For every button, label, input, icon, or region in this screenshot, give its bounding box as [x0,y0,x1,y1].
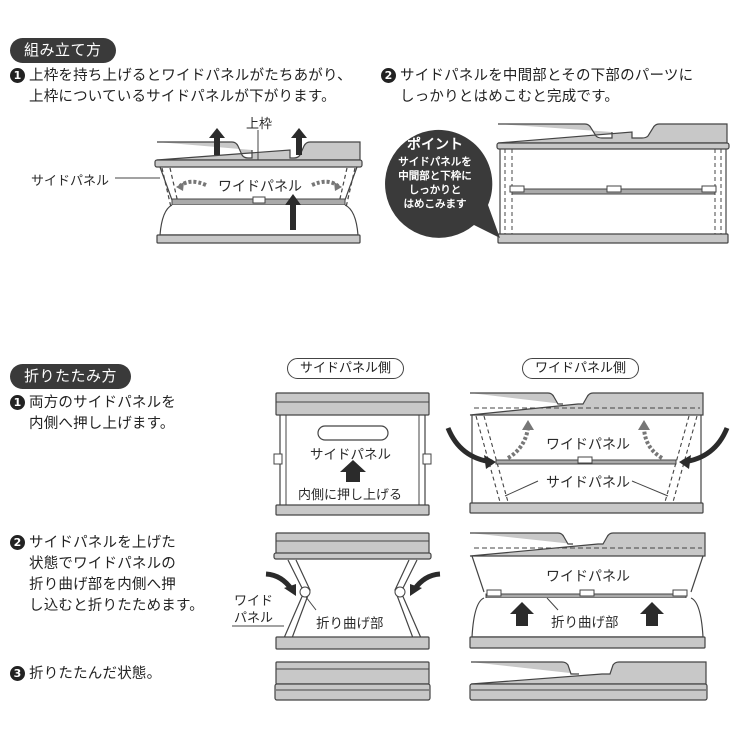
point-bubble-title: ポイント [407,137,463,153]
folding-step-1-line: 両方のサイドパネルを [29,395,176,411]
point-bubble-line: サイドパネルを [398,156,472,168]
assembly-step-2: 2 サイドパネルを中間部とその下部のパーツに しっかりとはめこむと完成です。 [381,66,693,108]
up-arrow-icon [340,460,366,482]
assembly-step-1-line2: 上枠についているサイドパネルが下がります。 [29,89,336,105]
step-number-1: 1 [10,395,25,410]
side-panel-label: サイドパネル [546,475,630,491]
assembly-step-1-line1: 上枠を持ち上げるとワイドパネルがたちあがり、 [29,68,352,84]
assembly-step-2-line1: サイドパネルを中間部とその下部のパーツに [400,68,694,84]
side-panel-label: サイドパネル [31,174,110,189]
point-bubble-line: 中間部と下枠に [398,170,472,182]
folding-step-2-line: サイドパネルを上げた [29,535,176,551]
folding-step-1: 1 両方のサイドパネルを 内側へ押し上げます。 [10,393,176,435]
folding-step-3-line: 折りたたんだ状態。 [29,666,162,682]
up-arrow-icon [510,602,534,626]
up-arrow-icon [291,128,307,155]
side-view-tag: サイドパネル側 [287,358,405,379]
folding-step-3: 3 折りたたんだ状態。 [10,664,161,685]
step-number-3: 3 [10,666,25,681]
step-number-2: 2 [381,68,396,83]
step-number-1: 1 [10,68,25,83]
assembly-header: 組み立て方 [10,38,116,63]
top-frame-label: 上枠 [246,117,273,132]
folding-step-2-line: 折り曲げ部を内側へ押 [29,577,176,593]
point-bubble [385,129,500,238]
wide-panel-label-line1: ワイド [234,594,274,609]
folding-step-2-line: し込むと折りたためます。 [29,598,204,614]
side-panel-label: サイドパネル [310,447,391,463]
assembly-step-1: 1 上枠を持ち上げるとワイドパネルがたちあがり、 上枠についているサイドパネルが下… [10,66,352,108]
wide-panel-label: ワイドパネル [546,569,630,585]
fold-part-label: 折り曲げ部 [551,615,619,631]
folding-header: 折りたたみ方 [10,364,132,389]
up-arrow-icon [209,128,225,155]
wide-panel-label-line2: パネル [234,611,274,626]
up-arrow-icon [640,602,664,626]
folding-step-2-line: 状態でワイドパネルの [29,556,176,572]
step-number-2: 2 [10,535,25,550]
fold-part-label: 折り曲げ部 [316,616,384,632]
point-bubble-line: しっかりと [408,184,462,196]
folding-step-2: 2 サイドパネルを上げた 状態でワイドパネルの 折り曲げ部を内側へ押 し込むと折り… [10,533,204,617]
point-bubble-line: はめこみます [403,198,467,210]
wide-panel-label: ワイドパネル [546,437,630,453]
point-bubble-text: ポイント サイドパネルを 中間部と下枠に しっかりと はめこみます [383,136,487,211]
push-inward-label: 内側に押し上げる [298,488,403,503]
wide-panel-label: ワイドパネル [218,179,302,195]
wide-view-tag: ワイドパネル側 [522,358,640,379]
assembly-step-2-line2: しっかりとはめこむと完成です。 [400,89,620,105]
folding-step-1-line: 内側へ押し上げます。 [29,416,175,432]
up-arrow-icon [285,194,301,230]
